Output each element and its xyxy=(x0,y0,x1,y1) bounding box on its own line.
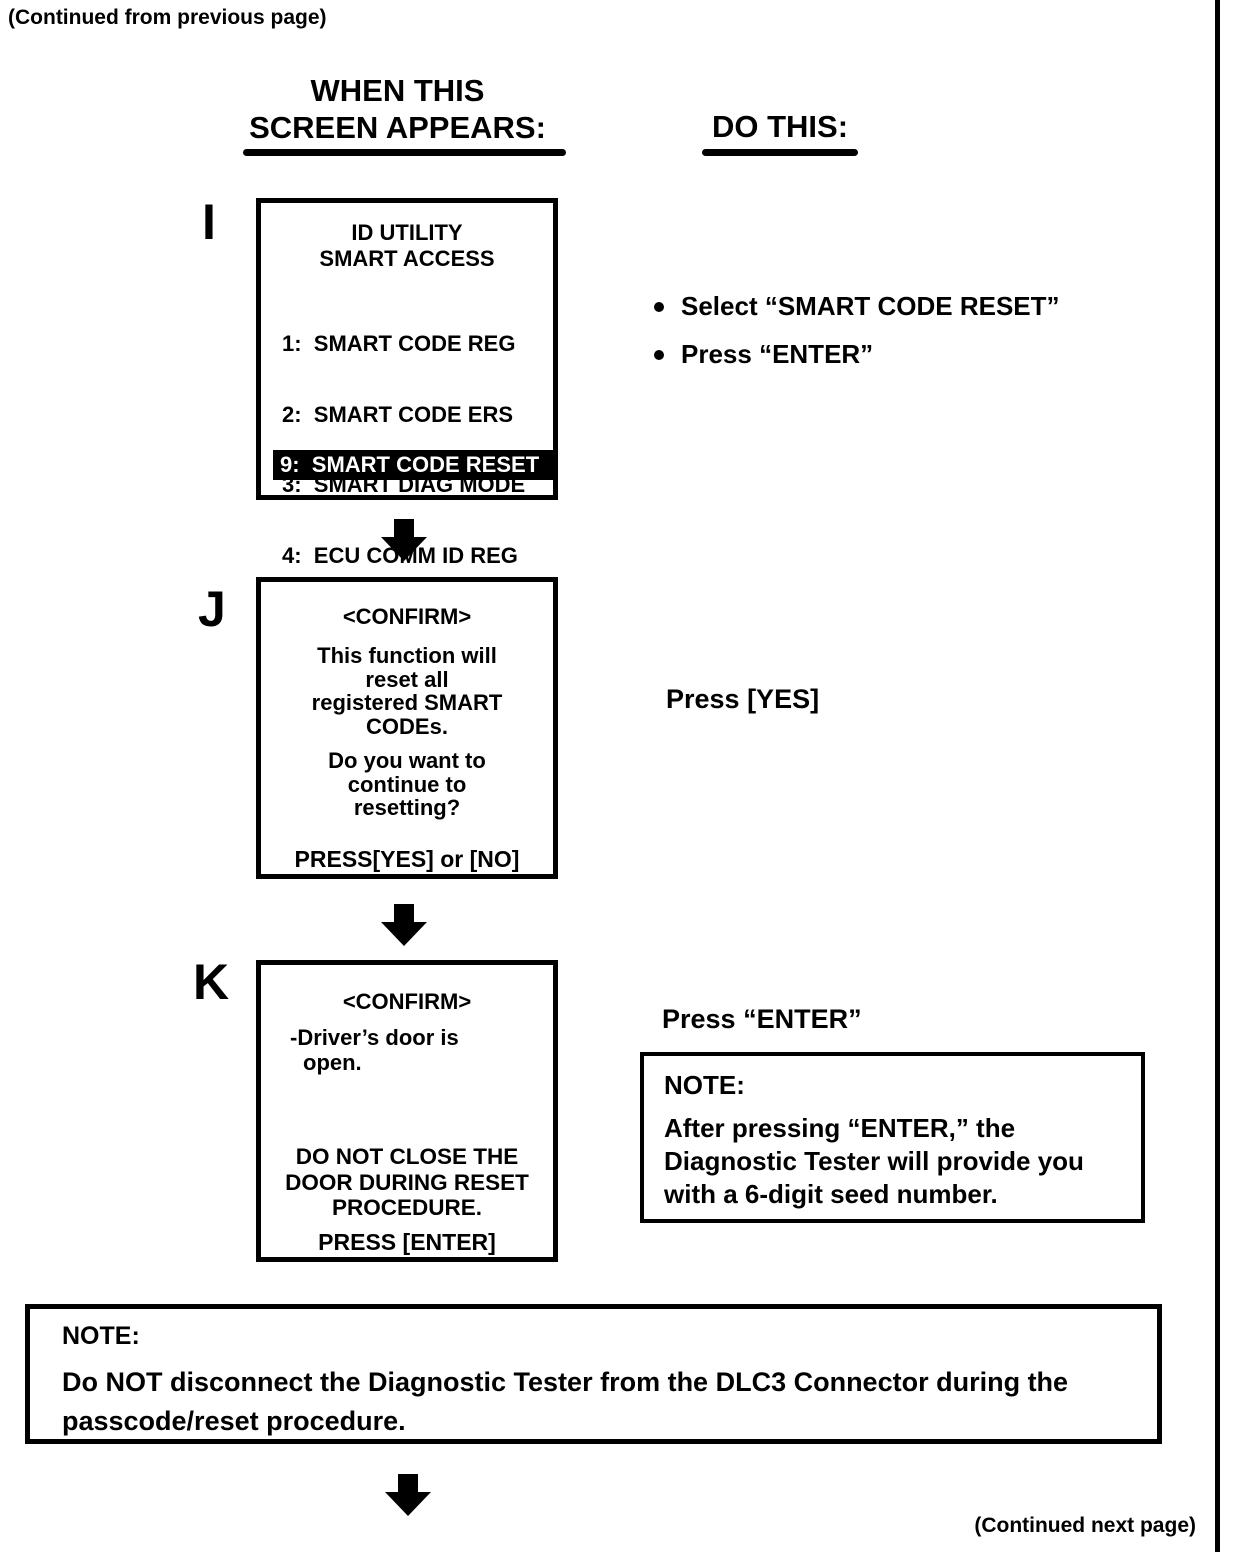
down-arrow-icon xyxy=(381,519,427,561)
step-label-i: I xyxy=(202,194,216,250)
tester-screen-i: ID UTILITY SMART ACCESS 1: SMART CODE RE… xyxy=(256,198,558,567)
instruction-select-smart-code-reset: Select “SMART CODE RESET” xyxy=(654,291,1060,322)
body-line: continue to xyxy=(347,771,467,797)
body-line: DOOR DURING RESET xyxy=(285,1169,529,1195)
body-line: PROCEDURE. xyxy=(331,1195,483,1220)
column-header-when-this-screen-appears: WHEN THIS SCREEN APPEARS: xyxy=(225,72,570,146)
screen-j-footer: PRESS[YES] or [NO] xyxy=(294,846,520,872)
menu-item-2: 2: SMART CODE ERS xyxy=(282,401,514,427)
body-line: CODEs. xyxy=(366,713,448,739)
screen-k-footer: PRESS [ENTER] xyxy=(318,1229,496,1255)
menu-item-9-highlighted: 9: SMART CODE RESET xyxy=(273,450,554,480)
screen-j-body-1: This function will reset all registered … xyxy=(261,644,553,738)
header-underline-left xyxy=(243,149,566,156)
column-header-do-this: DO THIS: xyxy=(711,109,849,144)
instruction-text: Press “ENTER” xyxy=(681,339,874,369)
bullet-icon xyxy=(654,349,664,360)
screen-i-title-line2: SMART ACCESS xyxy=(319,246,495,271)
tester-screen-j: <CONFIRM> This function will reset all r… xyxy=(256,577,558,879)
instruction-text: Select “SMART CODE RESET” xyxy=(681,291,1060,321)
step-j-instruction: Press [YES] xyxy=(666,684,820,714)
screen-j-title: <CONFIRM> xyxy=(342,604,472,629)
step-label-j: J xyxy=(198,581,226,637)
menu-item-1: 1: SMART CODE REG xyxy=(282,331,516,356)
note-body: After pressing “ENTER,” the Diagnostic T… xyxy=(664,1113,1084,1209)
body-line: -Driver’s door is xyxy=(290,1025,459,1050)
note-title: NOTE: xyxy=(664,1070,745,1100)
screen-k-door-note: -Driver’s door is open. xyxy=(290,1025,459,1075)
body-line: registered SMART xyxy=(311,690,503,715)
screen-i-title-line1: ID UTILITY xyxy=(351,220,463,245)
header-line-1: WHEN THIS xyxy=(310,73,485,108)
instruction-press-enter: Press “ENTER” xyxy=(654,339,1060,370)
header-line-2: SCREEN APPEARS: xyxy=(249,110,546,145)
body-line: This function will xyxy=(317,643,497,668)
body-line: resetting? xyxy=(353,795,461,820)
down-arrow-icon xyxy=(381,904,427,946)
continued-from-text: (Continued from previous page) xyxy=(8,6,327,29)
continued-next-text: (Continued next page) xyxy=(974,1514,1196,1537)
note-box-seed-number: NOTE: After pressing “ENTER,” the Diagno… xyxy=(640,1052,1145,1223)
header-underline-right xyxy=(702,149,858,156)
screen-j-body-2: Do you want to continue to resetting? xyxy=(261,749,553,820)
body-line: DO NOT CLOSE THE xyxy=(295,1144,519,1169)
menu-item-4: 4: ECU COMM ID REG xyxy=(282,542,518,568)
page-border-rule xyxy=(1215,0,1220,1552)
down-arrow-icon xyxy=(385,1474,431,1516)
body-line: open. xyxy=(303,1050,362,1075)
screen-i-title: ID UTILITY SMART ACCESS xyxy=(261,220,553,272)
screen-k-warning: DO NOT CLOSE THE DOOR DURING RESET PROCE… xyxy=(261,1144,553,1221)
note-box-do-not-disconnect: NOTE: Do NOT disconnect the Diagnostic T… xyxy=(25,1304,1162,1444)
bullet-icon xyxy=(654,301,664,312)
note-title: NOTE: xyxy=(62,1322,140,1350)
screen-k-title: <CONFIRM> xyxy=(342,989,472,1014)
step-label-k: K xyxy=(193,954,230,1010)
body-line: Do you want to xyxy=(328,748,486,773)
step-k-instruction: Press “ENTER” xyxy=(662,1004,862,1034)
note-body: Do NOT disconnect the Diagnostic Tester … xyxy=(62,1367,1069,1436)
step-i-instructions: Select “SMART CODE RESET” Press “ENTER” xyxy=(654,291,1060,387)
tester-screen-k: <CONFIRM> -Driver’s door is open. DO NOT… xyxy=(256,960,558,1262)
body-line: reset all xyxy=(365,666,449,692)
